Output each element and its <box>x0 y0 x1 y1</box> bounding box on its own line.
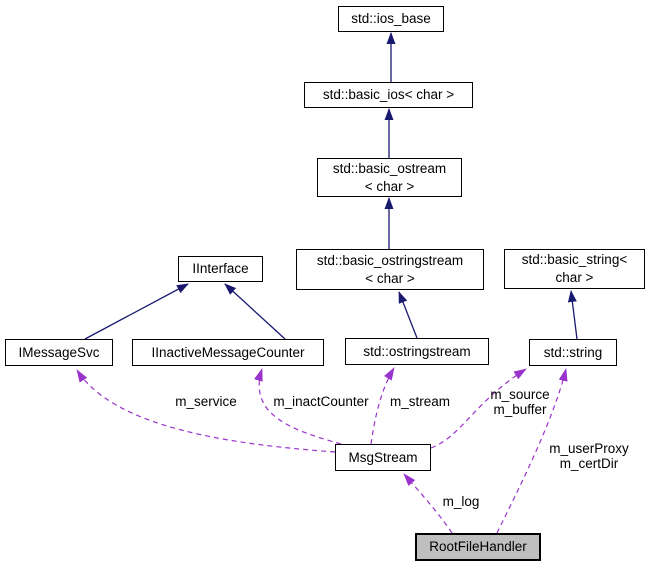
edge-inheritance-iinactivemessagecounter-to-iinterface <box>224 283 286 340</box>
edge-usage-msgstream-to-iinactivemessagecounter-m-inactcounter <box>254 368 342 445</box>
node-std-ios-base[interactable]: std::ios_base <box>338 6 444 32</box>
edge-label-m-service: m_service <box>175 394 237 409</box>
node-std-basic-ostringstream[interactable]: std::basic_ostringstream < char > <box>296 249 484 290</box>
edge-usage-msgstream-to-ostringstream-m-stream <box>370 367 395 445</box>
node-std-basic-string[interactable]: std::basic_string< char > <box>504 249 645 289</box>
node-imessagesvc[interactable]: IMessageSvc <box>5 339 113 366</box>
node-std-string[interactable]: std::string <box>529 339 617 366</box>
edge-label-m-inactcounter: m_inactCounter <box>273 394 369 409</box>
edge-label-m-userproxy-m-certdir: m_userProxy m_certDir <box>549 441 629 472</box>
node-iinactivemessagecounter[interactable]: IInactiveMessageCounter <box>132 339 324 366</box>
edge-usage-msgstream-to-stdstring-m-source-m-buffer <box>430 368 527 449</box>
edge-label-m-log: m_log <box>442 494 480 509</box>
edge-usage-rootfilehandler-to-msgstream-m-log <box>403 473 453 534</box>
node-msgstream[interactable]: MsgStream <box>335 444 431 471</box>
node-rootfilehandler-current: RootFileHandler <box>415 533 541 561</box>
edge-inheritance-ostringstream-to-basic-ostringstream <box>398 291 418 339</box>
edge-inheritance-stdstring-to-basic-string <box>567 290 578 340</box>
edge-usage-msgstream-to-imessagesvc-m-service <box>76 369 336 453</box>
edge-label-m-stream: m_stream <box>389 394 451 409</box>
node-iinterface[interactable]: IInterface <box>178 256 263 282</box>
edge-label-m-source-m-buffer: m_source m_buffer <box>490 387 550 418</box>
node-std-basic-ostream[interactable]: std::basic_ostream < char > <box>317 158 462 197</box>
node-std-basic-ios[interactable]: std::basic_ios< char > <box>304 82 473 108</box>
edge-inheritance-imessagesvc-to-iinterface <box>84 283 189 340</box>
node-std-ostringstream[interactable]: std::ostringstream <box>345 338 489 365</box>
edge-usage-rootfilehandler-to-stdstring-m-userproxy-m-certdir <box>496 368 568 534</box>
